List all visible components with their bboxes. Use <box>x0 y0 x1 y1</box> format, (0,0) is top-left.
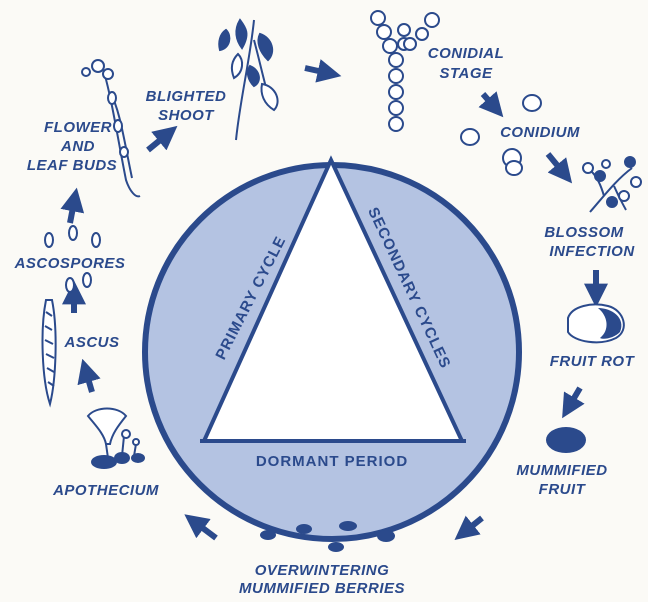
arrow-conidium-to-blossom <box>548 154 566 176</box>
label-flower: FLOWER <box>44 119 112 136</box>
label-infection: INFECTION <box>549 243 635 260</box>
arrow-conidial-to-conidium <box>483 94 497 110</box>
arrow-berries-to-apothecium <box>192 520 216 538</box>
ascus-icon <box>43 300 56 404</box>
label-conidial: CONIDIAL <box>428 45 505 62</box>
label-ascospores: ASCOSPORES <box>14 255 126 272</box>
label-fruit-rot: FRUIT ROT <box>550 353 636 370</box>
label-blighted: BLIGHTED <box>146 88 227 105</box>
label-leaf-buds: LEAF BUDS <box>27 157 117 174</box>
label-apothecium: APOTHECIUM <box>52 482 159 499</box>
label-blossom: BLOSSOM <box>544 224 623 241</box>
label-shoot: SHOOT <box>158 107 215 124</box>
blighted-shoot-icon <box>219 20 277 140</box>
fruit-icon <box>568 305 624 343</box>
label-stage: STAGE <box>439 65 493 82</box>
arrow-buds-to-shoot <box>148 132 170 150</box>
arrow-mummy-to-berries <box>462 518 482 534</box>
label-and: AND <box>60 138 95 155</box>
conidial-chain-icon <box>371 11 439 131</box>
arrow-ascospores-to-buds <box>70 197 75 223</box>
apothecium-icon <box>88 409 144 469</box>
arrow-apothecium-to-ascus <box>85 368 92 392</box>
central-cycle-circle <box>145 160 519 539</box>
label-mummified-berries: MUMMIFIED BERRIES <box>239 580 405 597</box>
dormant-period-label: DORMANT PERIOD <box>256 453 408 470</box>
label-ascus: ASCUS <box>63 334 119 351</box>
label-fruit: FRUIT <box>539 481 587 498</box>
label-overwintering: OVERWINTERING <box>255 562 390 579</box>
label-mummified: MUMMIFIED <box>516 462 607 479</box>
mummified-fruit-icon <box>546 427 586 453</box>
arrow-shoot-to-conidia <box>305 68 332 74</box>
label-conidium: CONIDIUM <box>500 124 580 141</box>
arrow-fruit-to-mummy <box>567 388 580 410</box>
blossom-cluster-icon <box>583 157 641 212</box>
